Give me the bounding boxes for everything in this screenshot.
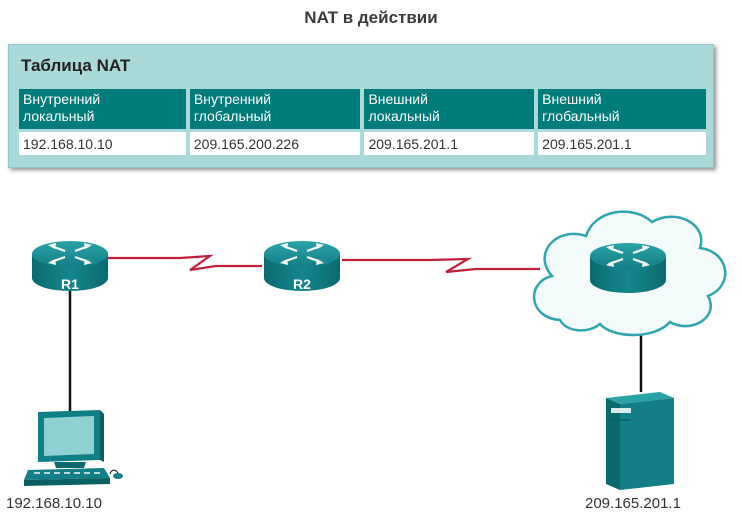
cell-outside-global: 209.165.201.1 — [538, 132, 706, 155]
cell-inside-local: 192.168.10.10 — [19, 132, 186, 155]
nat-table-row: 192.168.10.10 209.165.200.226 209.165.20… — [19, 132, 706, 155]
nat-table-header-row: Внутренний локальный Внутренний глобальн… — [19, 89, 706, 129]
router-r2-label: R2 — [293, 276, 311, 292]
nat-table-panel: Таблица NAT Внутренний локальный Внутрен… — [8, 44, 714, 168]
header-line: глобальный — [542, 108, 620, 124]
cell-inside-global: 209.165.200.226 — [189, 132, 361, 155]
header-line: Внутренний — [193, 91, 272, 107]
header-line: Внешний — [542, 91, 602, 107]
header-line: глобальный — [193, 108, 272, 124]
pc-icon[interactable] — [24, 410, 123, 486]
nat-table: Внутренний локальный Внутренний глобальн… — [15, 86, 710, 158]
header-line: локальный — [368, 108, 440, 124]
pc-ip-label: 192.168.10.10 — [6, 495, 102, 512]
serial-link-r2-isp — [342, 257, 540, 274]
header-line: локальный — [23, 108, 95, 124]
header-line: Внутренний — [23, 91, 101, 107]
nat-table-title: Таблица NAT — [21, 56, 131, 75]
serial-link-r1-r2 — [106, 254, 262, 272]
header-line: Внешний — [368, 91, 428, 107]
diagram-title: NAT в действии — [304, 8, 438, 27]
server-icon[interactable] — [606, 392, 674, 490]
server-ip-label: 209.165.201.1 — [585, 495, 681, 512]
cell-outside-local: 209.165.201.1 — [364, 132, 535, 155]
header-inside-global: Внутренний глобальный — [189, 89, 361, 129]
router-r1-label: R1 — [61, 276, 79, 292]
header-outside-global: Внешний глобальный — [538, 89, 706, 129]
router-isp-icon[interactable] — [588, 241, 668, 295]
header-outside-local: Внешний локальный — [364, 89, 535, 129]
header-inside-local: Внутренний локальный — [19, 89, 186, 129]
